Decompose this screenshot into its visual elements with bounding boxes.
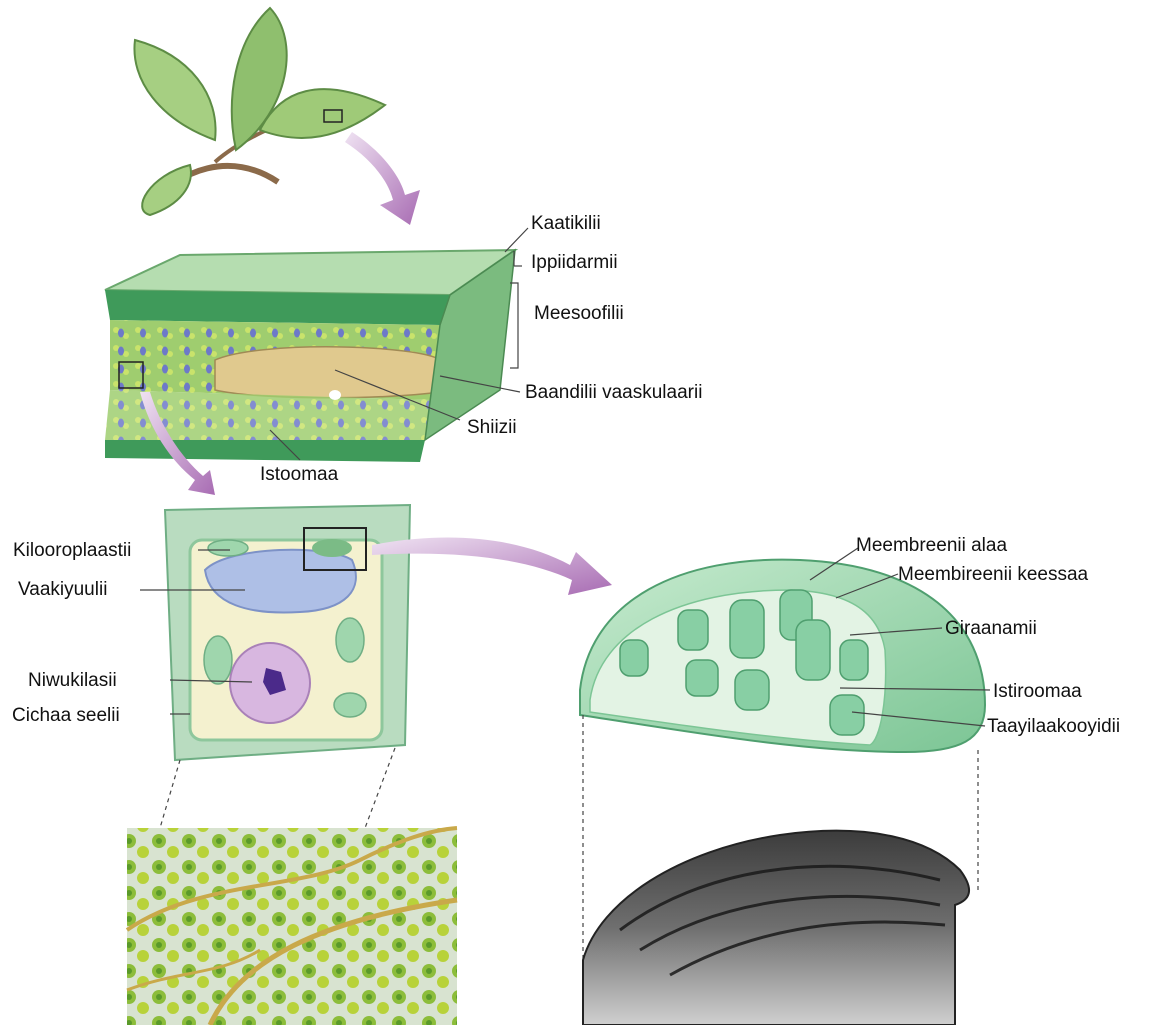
plant-sprig-illustration [134, 8, 385, 215]
label-nucleus: Niwukilasii [28, 671, 117, 690]
label-vacuole: Vaakiyuulii [18, 580, 107, 599]
zoom-arrow-1 [345, 132, 420, 225]
label-chloroplast: Kilooroplaastii [13, 541, 131, 560]
label-stoma: Istoomaa [260, 465, 338, 484]
label-vascular-bundle: Baandilii vaaskulaarii [525, 383, 702, 402]
label-inner-membrane: Meembireenii keessaa [898, 565, 1088, 584]
label-stroma: Istiroomaa [993, 682, 1082, 701]
label-cell-wall: Cichaa seelii [12, 706, 120, 725]
chloroplast-electron-micrograph [583, 831, 969, 1025]
label-granum: Giraanamii [945, 619, 1037, 638]
chloroplast-light-micrograph [127, 828, 457, 1025]
label-mesophyll: Meesoofilii [534, 304, 624, 323]
label-thylakoid: Taayilaakooyidii [987, 717, 1120, 736]
leaf-cross-section-illustration [105, 250, 515, 462]
chloroplast-illustration [580, 560, 985, 752]
label-epidermis: Ippiidarmii [531, 253, 618, 272]
label-cells: Shiizii [467, 418, 517, 437]
label-outer-membrane: Meembreenii alaa [856, 536, 1007, 555]
plant-cell-illustration [165, 505, 410, 760]
label-cuticle: Kaatikilii [531, 214, 601, 233]
